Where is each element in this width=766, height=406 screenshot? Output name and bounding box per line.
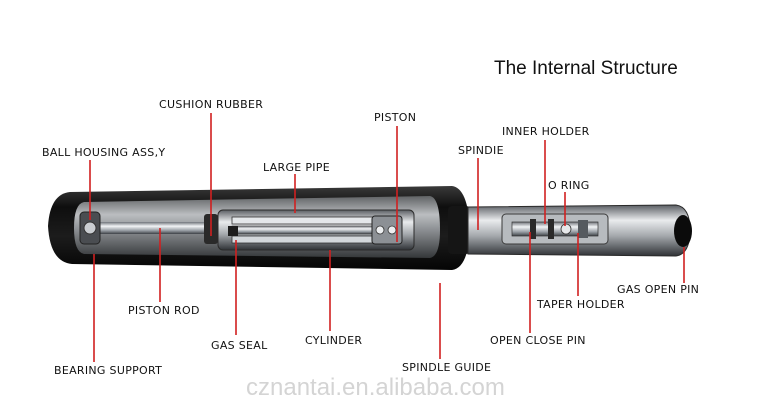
diagram-title: The Internal Structure [494,58,678,79]
label-open-close-pin: OPEN CLOSE PIN [490,334,586,347]
label-o-ring: O RING [548,179,590,192]
label-spindle-guide: SPINDLE GUIDE [402,361,492,374]
label-large-pipe: LARGE PIPE [263,161,330,174]
label-taper-holder: TAPER HOLDER [537,298,625,311]
label-ball-housing: BALL HOUSING ASS,Y [42,146,166,159]
leader-lines [89,113,685,362]
piston-rod-shape [96,222,226,234]
label-inner-holder: INNER HOLDER [502,125,590,138]
label-cylinder: CYLINDER [305,334,363,347]
piston-shape [371,215,403,245]
label-gas-seal: GAS SEAL [211,339,268,352]
label-bearing-support: BEARING SUPPORT [54,364,163,377]
spindle-guide-shape [448,206,470,254]
label-piston: PISTON [374,111,417,124]
gas-open-pin-end [674,215,692,247]
label-piston-rod: PISTON ROD [128,304,200,317]
label-cushion-rubber: CUSHION RUBBER [159,98,264,111]
watermark: cznantai.en.alibaba.com [246,374,505,401]
label-gas-open-pin: GAS OPEN PIN [617,283,700,296]
label-spindle: SPINDIE [458,144,504,157]
